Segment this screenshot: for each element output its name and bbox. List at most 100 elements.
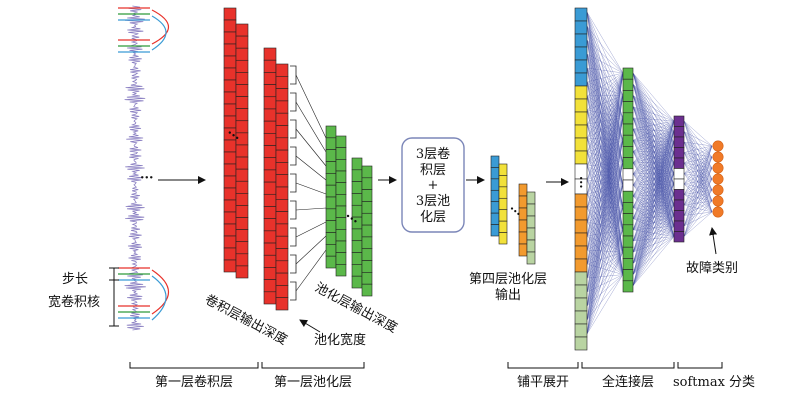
softmax-edge <box>632 131 675 152</box>
pool4-output-maps <box>490 155 536 265</box>
pool1-map-back-cell <box>275 162 289 175</box>
section-brackets <box>129 362 723 369</box>
softmax-edge <box>632 196 675 227</box>
pool1-out-fourth-cell <box>361 189 373 202</box>
fc-neurons-cell <box>622 101 634 114</box>
softmax-edge <box>632 215 675 264</box>
section-label-flatten: 铺平展开 <box>517 375 569 390</box>
pool1-map-front-cell <box>263 120 277 134</box>
softmax-edge <box>632 151 675 237</box>
output-edge <box>683 194 713 213</box>
fc-edge <box>586 11 624 74</box>
softmax-edge <box>632 194 675 208</box>
fc-neurons-cell <box>622 235 634 248</box>
flatten-yellow-cell <box>574 98 588 113</box>
output-edge <box>683 211 713 237</box>
pool4-map-orange-cell <box>518 183 528 197</box>
softmax-edge <box>632 173 675 219</box>
pool1-out-back-cell <box>335 159 347 172</box>
pool1-feature-maps <box>263 47 327 311</box>
softmax-edge <box>632 131 675 286</box>
pool1-map-back-cell <box>275 223 289 237</box>
pool1-out-fourth <box>361 165 373 297</box>
fc-edge <box>586 252 624 335</box>
pool-window <box>290 65 297 85</box>
softmax-edge <box>632 140 675 143</box>
softmax-edge <box>632 183 675 230</box>
softmax-edge <box>632 151 675 185</box>
output-edge <box>683 152 713 202</box>
flatten-orange-cell <box>574 232 588 247</box>
softmax-edge <box>632 162 675 286</box>
kernel-window-top <box>118 7 170 53</box>
conv1-map-back-cell <box>235 241 249 255</box>
softmax-edge <box>632 215 675 253</box>
fc-edge <box>586 117 624 251</box>
pool4-map-orange-cell <box>518 231 528 245</box>
output-edge <box>683 200 713 237</box>
output-edge <box>683 162 713 180</box>
softmax-edge <box>632 162 675 208</box>
output-node <box>712 173 724 185</box>
pool4-map-blue-cell <box>490 178 500 191</box>
softmax-edge <box>632 131 675 141</box>
wide-kernel-label: 宽卷积核 <box>48 294 100 310</box>
pool1-out-back-cell <box>335 264 347 277</box>
pool1-out-fourth-cell <box>361 260 373 273</box>
output-edge <box>683 141 713 158</box>
output-edge <box>683 145 713 237</box>
softmax-edge <box>632 225 675 253</box>
softmax-edge <box>632 120 675 230</box>
softmax-edge <box>632 204 675 219</box>
pool4-map-blue-cell <box>490 224 500 237</box>
pool1-map-back-cell <box>275 248 289 262</box>
fc-edge <box>586 72 624 293</box>
pool1-out-back-cell <box>335 194 347 207</box>
fc-edge <box>586 274 624 335</box>
softmax-edge <box>632 194 675 230</box>
conv1-map-back-cell <box>235 35 249 49</box>
pool1-out-third-cell <box>351 193 363 206</box>
pool1-out-fourth-cell <box>361 201 373 214</box>
softmax-edge <box>632 120 675 219</box>
pool1-out-third-cell <box>351 169 363 182</box>
block-line2: 积层 <box>420 163 446 178</box>
output-node <box>712 162 724 174</box>
fc-edge <box>586 53 624 74</box>
softmax-neurons <box>673 115 685 243</box>
pool1-out-back-cell <box>335 147 347 160</box>
pool1-out-fourth-cell <box>361 224 373 238</box>
flatten-sage <box>574 271 588 351</box>
fc-connections <box>586 11 713 335</box>
pool4-map-yellow-cell <box>498 197 508 211</box>
pool-connection <box>295 74 327 139</box>
pool-connection <box>295 101 327 153</box>
output-edge <box>683 156 713 237</box>
conv1-map-back-cell <box>235 205 249 218</box>
softmax-edge <box>632 218 675 227</box>
pool1-map-front-cell <box>263 108 277 122</box>
softmax-edge <box>632 184 675 227</box>
fc-edge <box>586 229 624 237</box>
conv1-map-front-cell <box>223 103 237 117</box>
softmax-edge <box>632 236 675 286</box>
softmax-edge <box>632 151 675 164</box>
conv1-map-front-cell <box>223 223 237 237</box>
pool1-out-front-cell <box>325 220 337 233</box>
pool4-map-blue-cell <box>490 155 500 168</box>
fc-neurons-cell <box>622 269 634 282</box>
fc-neurons-cell <box>622 246 634 259</box>
softmax-edge <box>632 183 675 197</box>
softmax-edge <box>632 84 675 122</box>
pool4-map-sage-cell <box>526 191 536 205</box>
fc-neurons-cell <box>622 224 634 237</box>
fc-edge <box>586 229 624 335</box>
fc-edge <box>586 162 624 335</box>
flatten-sage-cell <box>574 297 588 312</box>
softmax-edge <box>632 152 675 174</box>
flatten-orange-cell <box>574 206 588 221</box>
flatten-orange-cell <box>574 245 588 260</box>
fc-edge <box>586 95 624 251</box>
softmax-edge <box>632 140 675 195</box>
output-node <box>712 184 724 196</box>
